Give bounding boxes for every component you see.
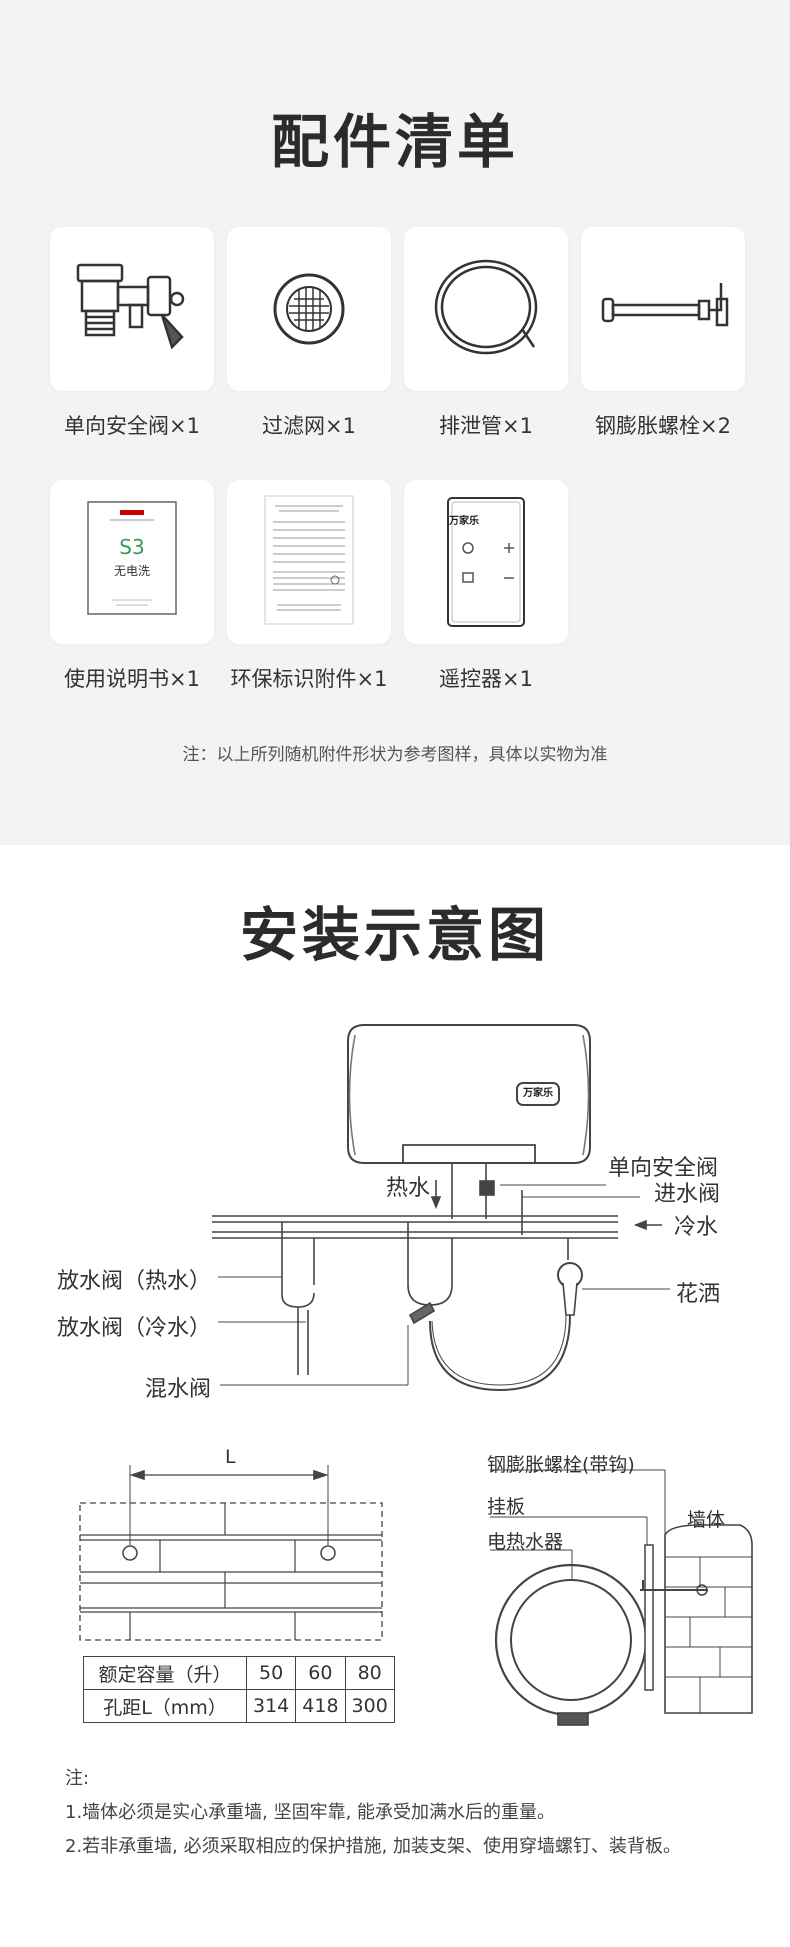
table-cell: 80: [344, 1656, 395, 1690]
card-drain-hose: [404, 227, 568, 391]
notes-title: 注:: [65, 1768, 90, 1789]
remote-brand: 万家乐: [449, 516, 479, 527]
table-cell: 418: [295, 1689, 346, 1723]
label-hang-plate: 挂板: [487, 1496, 526, 1518]
manual-icon: [87, 501, 177, 615]
label-inlet-valve: 进水阀: [654, 1182, 721, 1207]
table-row: 孔距L（mm） 314 418 300: [83, 1689, 395, 1723]
label-drain-hose: 排泄管×1: [439, 414, 533, 438]
accessories-section: [0, 0, 790, 845]
label-hot-water: 热水: [386, 1176, 431, 1201]
label-drain-cold: 放水阀（冷水）: [57, 1316, 212, 1341]
note-line-1: 1.墙体必须是实心承重墙, 坚固牢靠, 能承受加满水后的重量。: [65, 1802, 556, 1823]
remote-control-icon: [447, 497, 525, 627]
label-safety-valve: 单向安全阀×1: [64, 414, 200, 438]
label-cold-water: 冷水: [674, 1215, 719, 1240]
label-drain-hot: 放水阀（热水）: [57, 1269, 212, 1294]
label-shower: 花洒: [676, 1282, 721, 1307]
spec-table: 额定容量（升） 50 60 80 孔距L（mm） 314 418 300: [83, 1656, 395, 1723]
card-remote: 万家乐: [404, 480, 568, 644]
filter-mesh-icon: [273, 273, 345, 345]
manual-subtitle: 无电洗: [113, 564, 150, 578]
accessories-note: 注：以上所列随机附件形状为参考图样，具体以实物为准: [182, 745, 608, 765]
table-header-capacity: 额定容量（升）: [83, 1656, 247, 1690]
card-safety-valve: [50, 227, 214, 391]
manual-model: S3: [119, 535, 145, 559]
install-diagram: [79, 1024, 753, 1726]
drain-hose-icon: [434, 259, 538, 355]
label-expansion-bolt: 钢膨胀螺栓×2: [595, 414, 731, 438]
expansion-bolt-icon: [601, 283, 729, 327]
install-notes: 注: 1.墙体必须是实心承重墙, 坚固牢靠, 能承受加满水后的重量。 2.若非承…: [65, 1762, 681, 1864]
label-bolt-hook: 钢膨胀螺栓(带钩): [487, 1454, 635, 1476]
label-heater: 电热水器: [487, 1531, 564, 1553]
table-cell: 314: [245, 1689, 297, 1723]
heater-brand: 万家乐: [523, 1088, 553, 1099]
card-filter-mesh: [227, 227, 391, 391]
accessories-title: 配件清单: [270, 108, 519, 176]
label-wall: 墙体: [687, 1509, 726, 1531]
label-eco-label: 环保标识附件×1: [230, 667, 388, 691]
label-filter-mesh: 过滤网×1: [262, 414, 356, 438]
label-manual: 使用说明书×1: [64, 667, 200, 691]
table-cell: 60: [295, 1656, 346, 1690]
safety-valve-icon: [76, 263, 185, 350]
label-mixing-valve: 混水阀: [145, 1377, 212, 1402]
card-manual: S3 无电洗: [50, 480, 214, 644]
label-dim-L: L: [225, 1446, 236, 1468]
card-eco-label: [227, 480, 391, 644]
label-check-valve: 单向安全阀: [608, 1156, 719, 1181]
table-cell: 300: [344, 1689, 395, 1723]
heater-tank: [347, 1024, 591, 1164]
label-remote: 遥控器×1: [439, 667, 533, 691]
table-cell: 50: [245, 1656, 297, 1690]
card-expansion-bolt: [581, 227, 745, 391]
eco-label-icon: [264, 495, 354, 625]
table-row: 额定容量（升） 50 60 80: [83, 1656, 395, 1690]
note-line-2: 2.若非承重墙, 必须采取相应的保护措施, 加装支架、使用穿墙螺钉、装背板。: [65, 1836, 682, 1857]
table-header-hole-distance: 孔距L（mm）: [83, 1689, 247, 1723]
install-title: 安装示意图: [239, 901, 550, 969]
